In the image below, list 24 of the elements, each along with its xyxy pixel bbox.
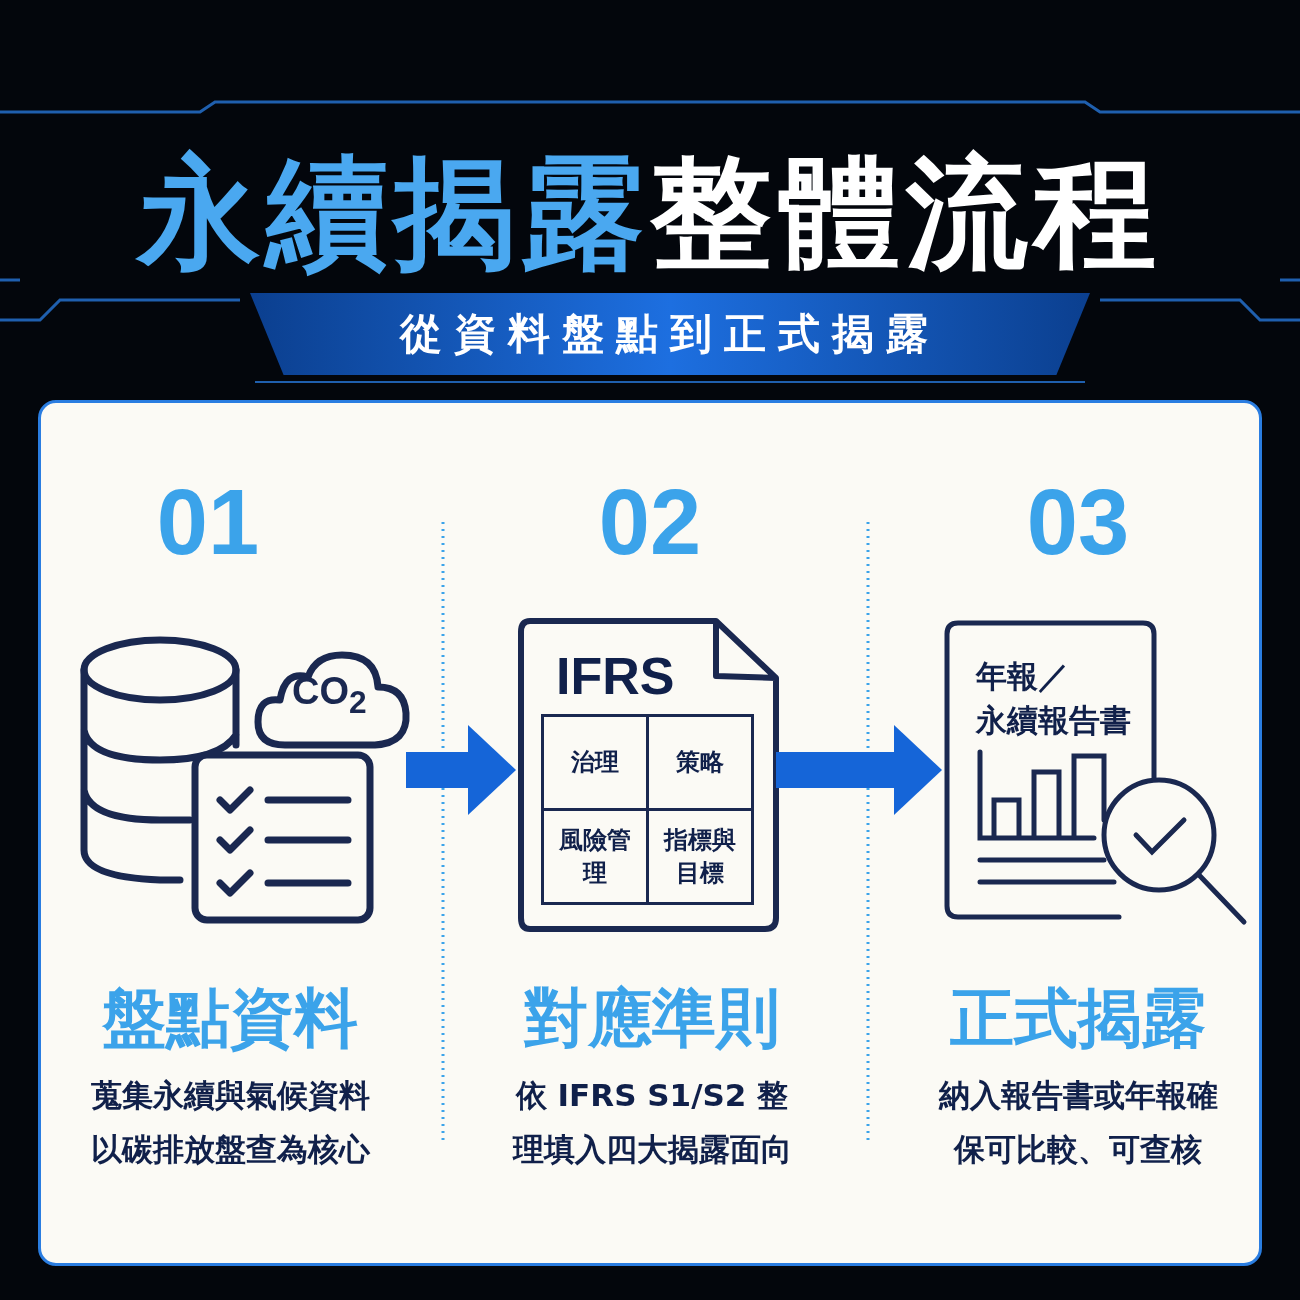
cell-label: 策略 <box>676 747 724 778</box>
grid-cell <box>646 714 754 811</box>
step-number: 03 <box>1025 470 1131 575</box>
step-title: 對應準則 <box>523 980 781 1057</box>
step-description: 蒐集永續與氣候資料以碳排放盤查為核心 <box>89 1076 371 1169</box>
subtitle-banner: 從資料盤點到正式揭露 <box>250 293 1090 375</box>
grid-cell <box>646 808 754 905</box>
block-arrow <box>406 725 516 815</box>
step-number: 02 <box>597 470 703 575</box>
document-heading: IFRS <box>556 646 675 706</box>
step-title: 盤點資料 <box>101 980 359 1057</box>
grid-cell <box>541 808 649 905</box>
cell-label: 治理 <box>571 747 619 778</box>
report-heading: 年報／ <box>976 657 1069 696</box>
step-description: 依 IFRS S1/S2 整理填入四大揭露面向 <box>511 1076 793 1169</box>
cloud-label: CO$_{2}$ <box>292 670 367 721</box>
step-title: 正式揭露 <box>949 980 1207 1057</box>
report-heading: 永續報告書 <box>976 701 1131 740</box>
step-number: 01 <box>155 470 261 575</box>
grid-cell <box>541 714 649 811</box>
step-description: 納入報告書或年報確保可比較、可查核 <box>937 1076 1219 1169</box>
block-arrow <box>776 725 942 815</box>
cell-label: 風險管理 <box>558 824 632 889</box>
cell-label: 指標與目標 <box>662 824 737 889</box>
